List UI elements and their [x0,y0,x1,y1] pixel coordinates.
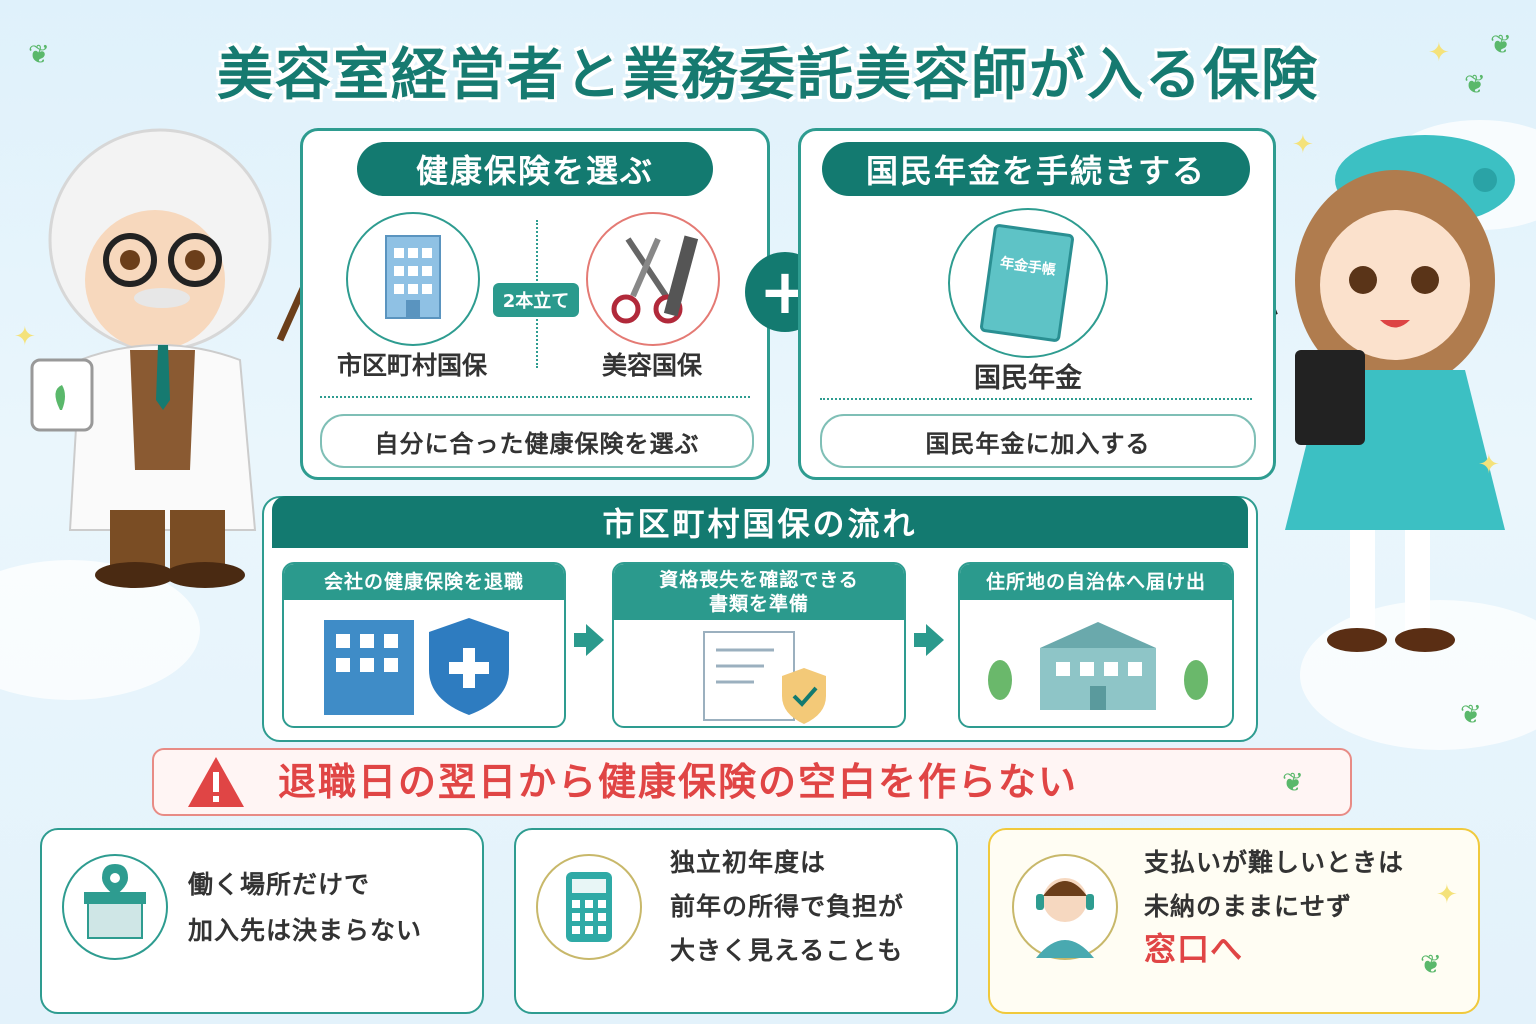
flow-step-title: 住所地の自治体へ届け出 [960,564,1232,600]
girl-character-illustration [1255,135,1515,652]
warning-triangle-icon [188,757,244,807]
health-insurance-heading: 健康保険を選ぶ [357,142,713,196]
municipal-building-icon [346,212,480,346]
page-title: 美容室経営者と業務委託美容師が入る保険 [217,42,1319,108]
document-check-icon [703,631,826,724]
sparkle-icon: ✦ [1478,450,1500,480]
professor-character-illustration [30,128,340,588]
card-line-emphasis: 窓口へ [1144,930,1244,968]
flow-step-title: 資格喪失を確認できる 書類を準備 [614,564,904,620]
flow-step-title: 会社の健康保険を退職 [284,564,564,600]
building-shield-icon [324,618,509,715]
divider [320,396,750,398]
flow-arrow-icon [914,624,944,656]
sprout-icon: ❦ [28,40,50,70]
sprout-icon: ❦ [1420,950,1442,980]
sparkle-icon: ✦ [1436,880,1458,910]
flow-step: 資格喪失を確認できる 書類を準備 [612,562,906,728]
card-line: 支払いが難しいときは [1144,848,1405,877]
sprout-icon: ❦ [1464,70,1486,100]
pension-book-icon [948,208,1108,358]
flow-heading: 市区町村国保の流れ [272,496,1248,548]
scissors-comb-icon [586,212,720,346]
warning-text: 退職日の翌日から健康保険の空白を作らない [278,760,1079,804]
city-hall-icon [988,622,1208,710]
sprout-icon: ❦ [1282,768,1304,798]
card-line: 未納のままにせず [1144,892,1353,921]
card-line: 加入先は決まらない [188,916,423,945]
shop-location-icon [62,854,168,960]
divider [820,398,1252,400]
operator-headset-icon [1012,854,1118,960]
sparkle-icon: ✦ [14,322,36,352]
health-footer-pill: 自分に合った健康保険を選ぶ [320,414,754,468]
beauty-insurance-label: 美容国保 [601,351,702,380]
card-line: 働く場所だけで [188,870,371,899]
card-line: 大きく見えることも [670,936,904,965]
flow-step: 会社の健康保険を退職 [282,562,566,728]
flow-step: 住所地の自治体へ届け出 [958,562,1234,728]
pension-heading: 国民年金を手続きする [822,142,1250,196]
sprout-icon: ❦ [1460,700,1482,730]
two-pillar-badge: 2本立て [493,283,579,317]
sprout-icon: ❦ [1490,30,1512,60]
background-cloud [0,560,200,700]
warning-banner [152,748,1352,816]
card-line: 前年の所得で負担が [670,892,905,921]
calculator-icon [536,854,642,960]
national-pension-label: 国民年金 [974,363,1082,394]
flow-arrow-icon [574,624,604,656]
sparkle-icon: ✦ [1428,38,1450,68]
municipal-insurance-label: 市区町村国保 [336,351,487,380]
card-line: 独立初年度は [670,848,827,877]
sparkle-icon: ✦ [1292,130,1314,160]
pension-footer-pill: 国民年金に加入する [820,414,1256,468]
